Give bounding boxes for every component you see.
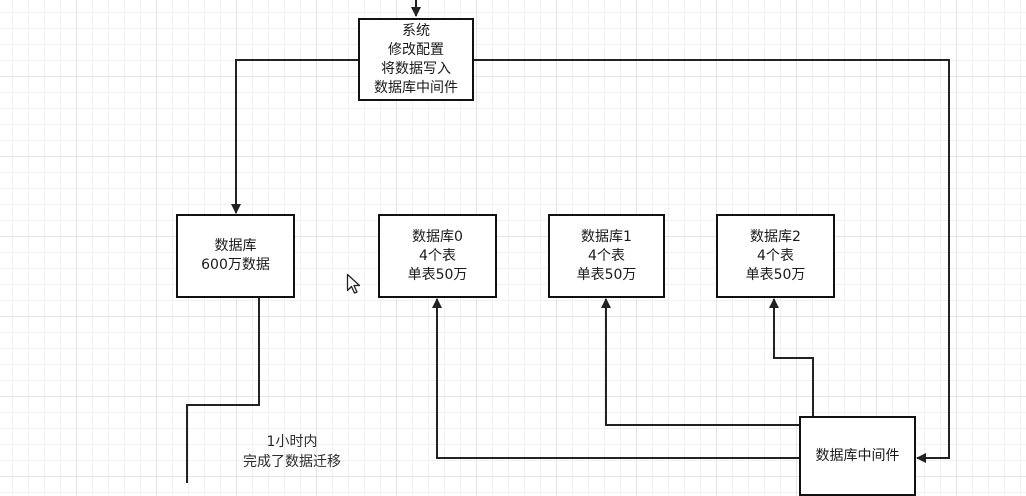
edge-system-to-source-db <box>231 59 359 214</box>
database-0-title: 数据库0 <box>412 228 463 245</box>
database-0-tables: 4个表 <box>419 247 456 264</box>
system-node[interactable]: 系统 修改配置 将数据写入 数据库中间件 <box>358 18 474 101</box>
database-1-tables: 4个表 <box>588 247 625 264</box>
source-database-records: 600万数据 <box>201 257 270 273</box>
database-2-tables: 4个表 <box>757 247 794 264</box>
edge-middleware-to-db2 <box>769 298 814 417</box>
migration-note-line-1: 1小时内 <box>266 434 318 450</box>
system-node-line-4: 数据库中间件 <box>374 79 458 96</box>
database-2-title: 数据库2 <box>750 228 801 245</box>
database-2-node[interactable]: 数据库2 4个表 单表50万 <box>716 214 835 298</box>
edge-middleware-to-db0 <box>432 298 800 459</box>
edge-source-db-to-middleware <box>186 297 260 483</box>
connector-lines <box>186 0 950 483</box>
database-0-node[interactable]: 数据库0 4个表 单表50万 <box>378 214 497 298</box>
source-database-node[interactable]: 数据库 600万数据 <box>176 214 295 298</box>
system-node-line-2: 修改配置 <box>388 41 444 58</box>
mouse-pointer-icon <box>346 273 361 294</box>
system-node-line-3: 将数据写入 <box>381 60 451 77</box>
database-1-rows: 单表50万 <box>576 266 637 283</box>
database-1-title: 数据库1 <box>581 228 632 245</box>
migration-note-line-2: 完成了数据迁移 <box>243 454 341 470</box>
database-0-rows: 单表50万 <box>407 266 468 283</box>
system-node-line-1: 系统 <box>402 22 430 39</box>
database-middleware-label: 数据库中间件 <box>815 447 900 464</box>
migration-note: 1小时内 完成了数据迁移 <box>222 432 362 472</box>
database-middleware-node[interactable]: 数据库中间件 <box>799 416 916 496</box>
edge-system-to-middleware <box>473 59 950 463</box>
source-database-title: 数据库 <box>214 238 257 254</box>
database-1-node[interactable]: 数据库1 4个表 单表50万 <box>548 214 665 298</box>
database-2-rows: 单表50万 <box>745 266 806 283</box>
edge-middleware-to-db1 <box>601 298 800 426</box>
